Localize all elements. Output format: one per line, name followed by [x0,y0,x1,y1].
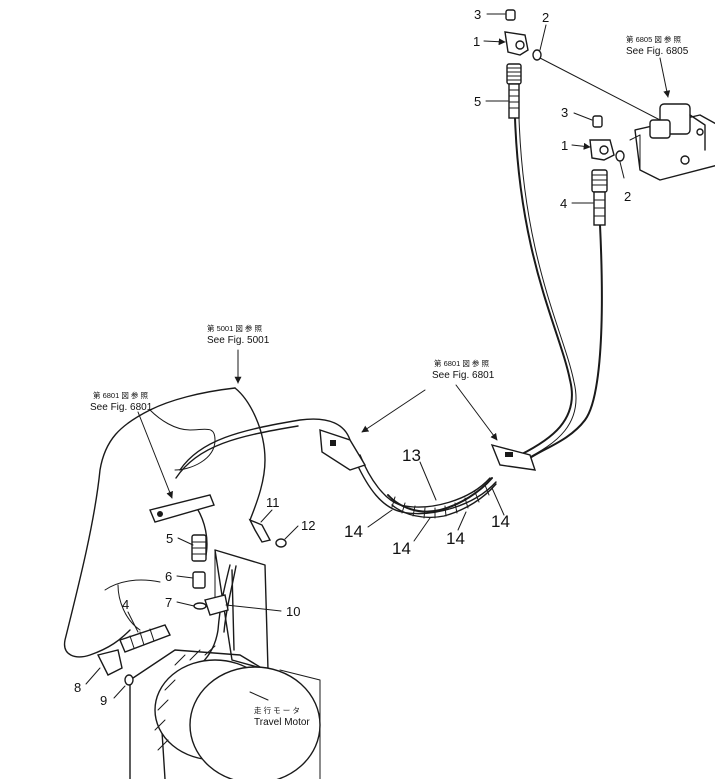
callout-3-upper: 3 [474,7,481,22]
callout-14-c: 14 [446,529,465,548]
callout-2-lower: 2 [624,189,631,204]
ref-6801-right-jp: 第 6801 図 参 照 [434,358,490,368]
callout-6: 6 [165,569,172,584]
reference-notes: 第 6805 図 参 照 See Fig. 6805 第 5001 図 参 照 … [90,34,689,728]
callout-1-lower: 1 [561,138,568,153]
callout-14-d: 14 [491,512,510,531]
callout-4-upper: 4 [560,196,567,211]
callout-12: 12 [301,518,315,533]
callout-1-upper: 1 [473,34,480,49]
callout-7: 7 [165,595,172,610]
ref-6805-en: See Fig. 6805 [626,46,689,57]
leader-lines [85,13,671,701]
ref-6801-right-en: See Fig. 6801 [432,370,495,381]
ref-6801-left-jp: 第 6801 図 参 照 [93,390,149,400]
ref-5001-jp: 第 5001 図 参 照 [207,323,263,333]
callout-10: 10 [286,604,300,619]
callout-11: 11 [266,495,280,510]
fitting-group-upper [504,9,661,226]
ref-5001-en: See Fig. 5001 [207,335,270,346]
clamps-connectors [96,428,537,686]
body-panel [63,387,266,658]
callout-5-upper: 5 [474,94,481,109]
travel-motor-label-en: Travel Motor [254,717,310,728]
valve-assembly [629,103,715,181]
callout-9: 9 [100,693,107,708]
callout-4-lower: 4 [122,597,129,612]
ref-6801-left-en: See Fig. 6801 [90,402,153,413]
callout-labels: 3 1 2 5 3 1 2 4 5 6 7 10 11 12 4 8 9 13 … [74,7,631,708]
harness-bundle [387,477,497,519]
callout-14-a: 14 [344,522,363,541]
travel-motor-label-jp: 走 行 モ ー タ [254,705,300,715]
callout-5-lower: 5 [166,531,173,546]
travel-motor [129,645,321,779]
callout-14-b: 14 [392,539,411,558]
callout-13: 13 [402,446,421,465]
ref-6805-jp: 第 6805 図 参 照 [626,34,682,44]
callout-3-lower: 3 [561,105,568,120]
callout-8: 8 [74,680,81,695]
callout-2-upper: 2 [542,10,549,25]
